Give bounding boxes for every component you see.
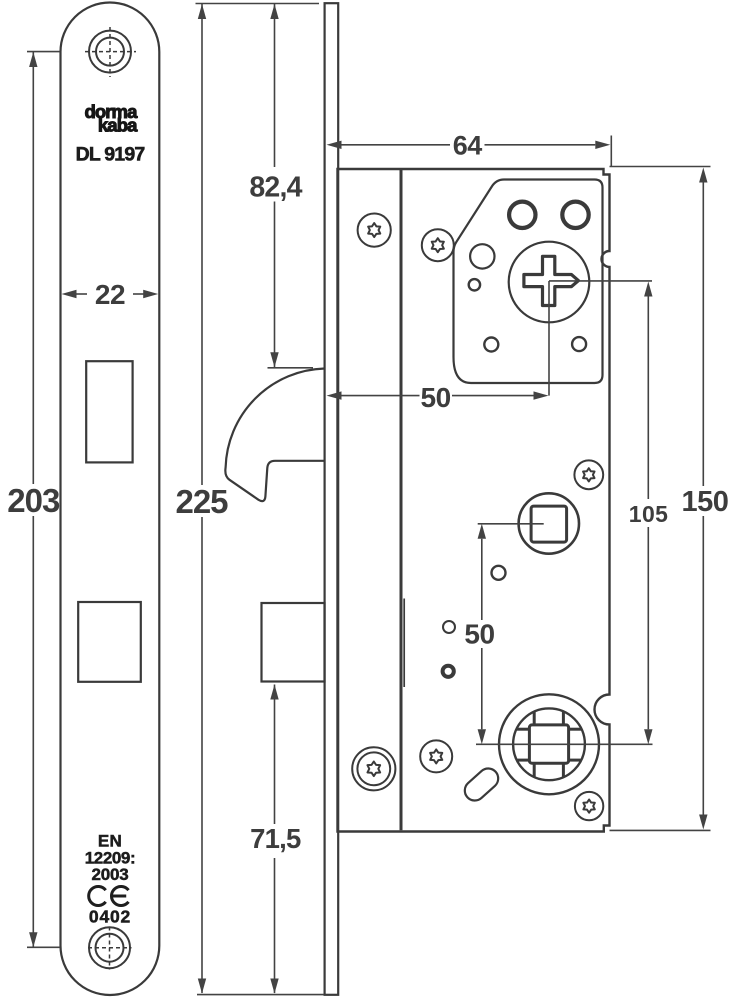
svg-text:kaba: kaba <box>98 114 138 135</box>
svg-text:DL 9197: DL 9197 <box>76 144 145 166</box>
svg-text:0402: 0402 <box>89 907 131 927</box>
svg-text:71,5: 71,5 <box>250 823 301 854</box>
svg-text:225: 225 <box>175 483 228 520</box>
svg-text:203: 203 <box>7 482 60 519</box>
svg-text:105: 105 <box>629 501 669 527</box>
svg-text:22: 22 <box>95 279 125 310</box>
svg-text:82,4: 82,4 <box>249 172 302 204</box>
svg-text:12209:: 12209: <box>85 849 136 868</box>
svg-text:dorma: dorma <box>84 101 138 122</box>
svg-text:50: 50 <box>464 619 494 650</box>
svg-text:50: 50 <box>421 382 451 413</box>
svg-text:150: 150 <box>681 486 728 518</box>
svg-text:64: 64 <box>453 130 483 160</box>
svg-text:2003: 2003 <box>91 865 128 884</box>
svg-text:EN: EN <box>98 832 122 851</box>
